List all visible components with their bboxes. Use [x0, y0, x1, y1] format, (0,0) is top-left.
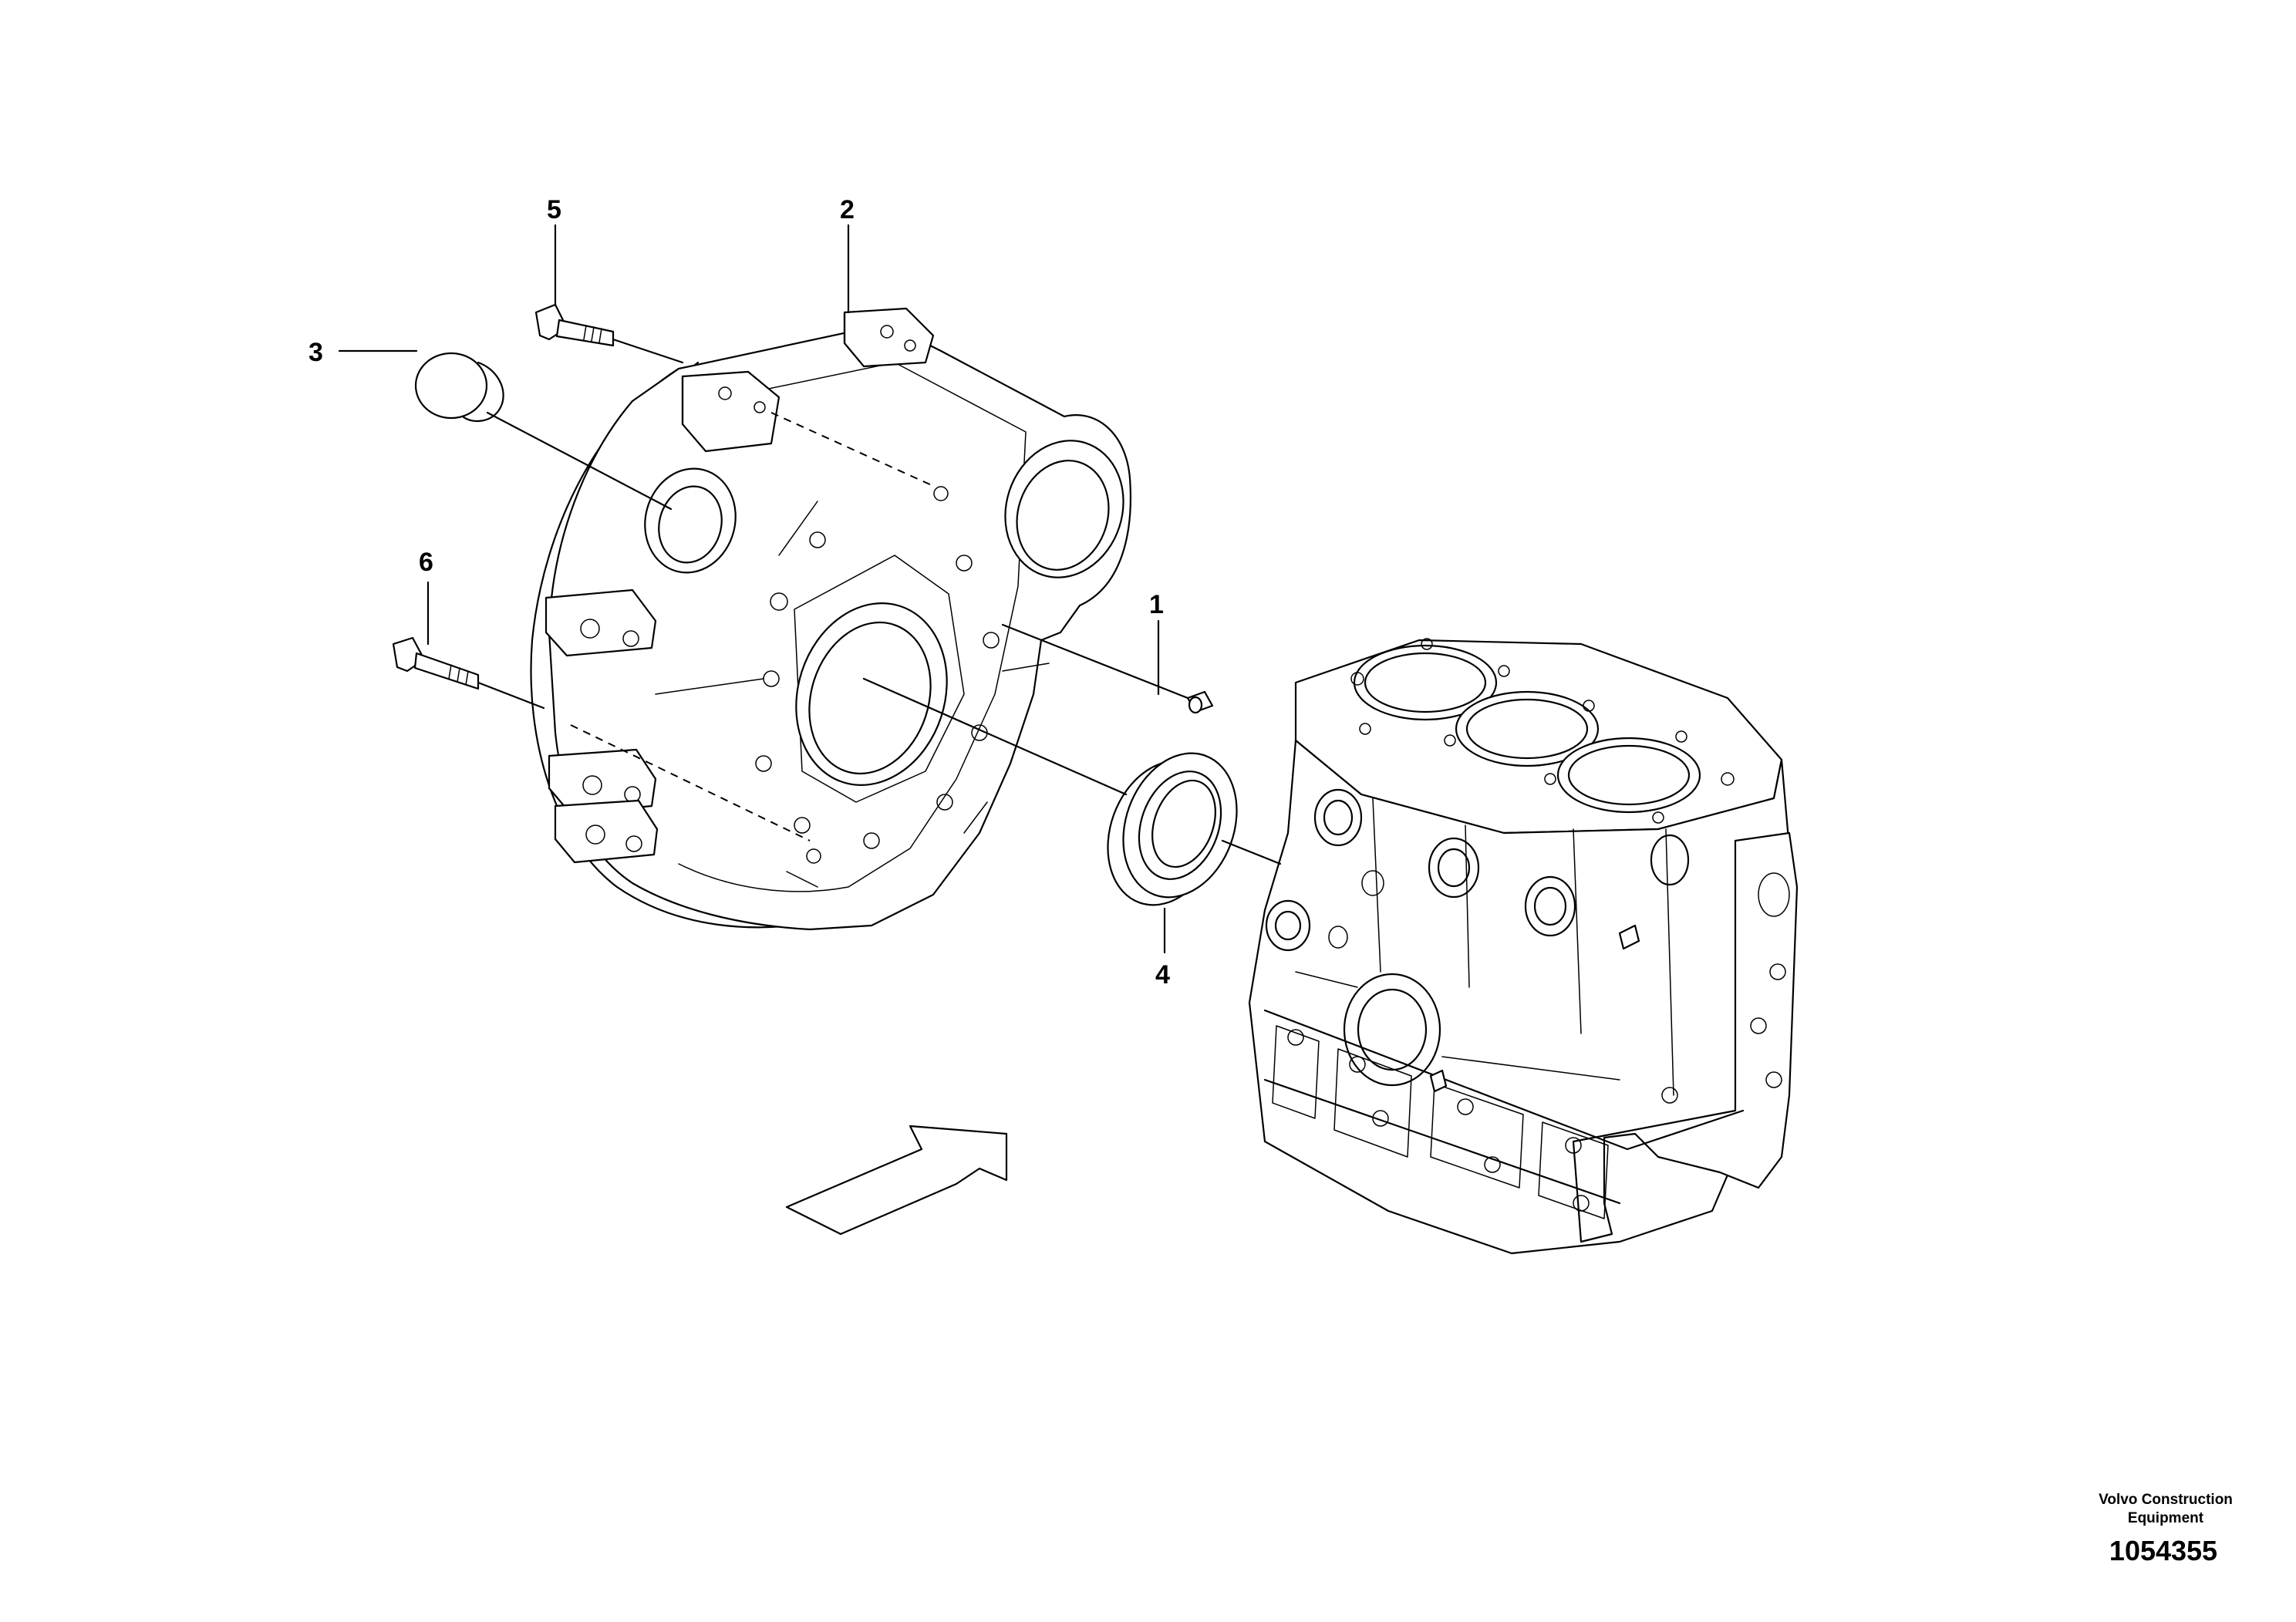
- publisher-name-line1: Volvo Construction: [2099, 1492, 2233, 1508]
- callout-1: 1: [1149, 590, 1164, 619]
- callout-3: 3: [308, 338, 323, 367]
- oil-seal: [862, 677, 1282, 906]
- dowel-pin: [1001, 623, 1214, 714]
- publisher-name-line2: Equipment: [2128, 1510, 2204, 1526]
- plug: [414, 352, 673, 511]
- callout-4: 4: [1155, 960, 1170, 990]
- view-direction-arrow-icon: [785, 1125, 1008, 1236]
- callout-leaders: [338, 224, 1166, 954]
- callout-6: 6: [419, 548, 433, 577]
- callout-5: 5: [547, 195, 561, 224]
- engine-block: [1248, 638, 1799, 1255]
- publisher-block: Volvo Construction Equipment 1054355: [2099, 1492, 2233, 1566]
- callout-2: 2: [840, 195, 855, 224]
- bolt-upper: [534, 303, 934, 487]
- bolt-lower: [392, 636, 811, 841]
- flywheel-housing: [530, 307, 1131, 931]
- drawing-number: 1054355: [2109, 1535, 2217, 1566]
